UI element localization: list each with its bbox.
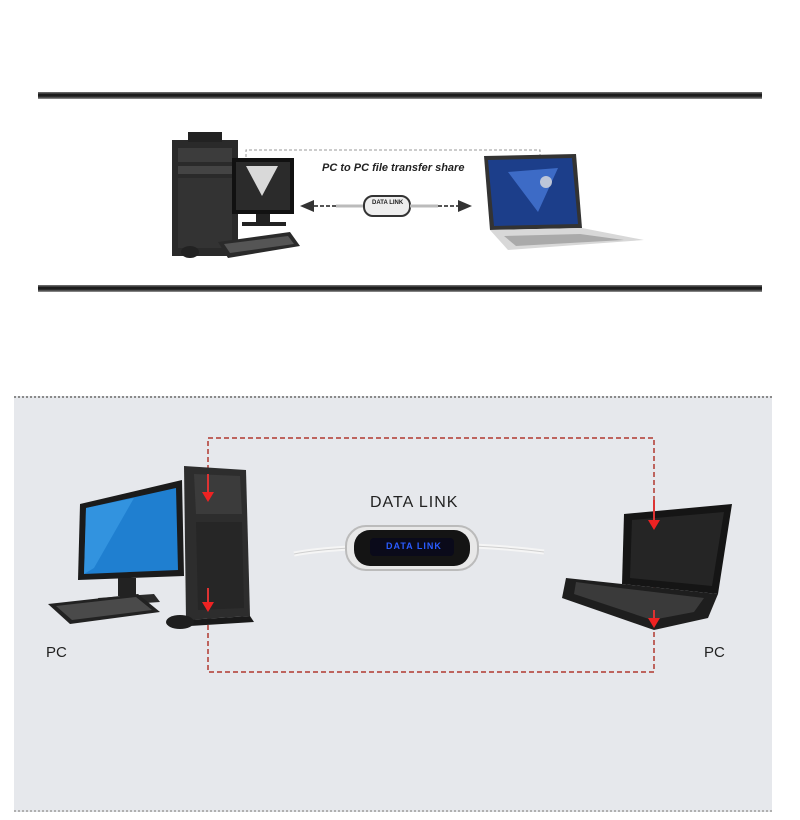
top-caption: PC to PC file transfer share — [322, 162, 465, 174]
laptop-arrow-marker-bottom-icon — [648, 610, 660, 628]
top-divider-line — [38, 92, 762, 99]
mouse-icon — [166, 615, 194, 629]
left-pc-label: PC — [46, 644, 67, 661]
top-illustration — [172, 132, 644, 258]
keyboard-icon — [218, 232, 300, 258]
desktop-arrow-marker-bottom-icon — [202, 588, 214, 612]
data-link-device-icon — [345, 525, 479, 571]
mouse-icon — [181, 246, 199, 258]
data-link-title: DATA LINK — [370, 494, 459, 511]
bottom-illustration-panel: DATA LINK DATA LINK PC PC — [14, 396, 772, 812]
right-pc-label: PC — [704, 644, 725, 661]
top-illustration-panel: PC to PC file transfer share DATA LINK — [38, 92, 762, 292]
laptop-icon — [484, 154, 644, 250]
desktop-monitor-icon — [78, 480, 184, 606]
laptop-icon — [562, 504, 732, 630]
laptop-arrow-marker-top-icon — [648, 500, 660, 530]
bottom-illustration — [48, 437, 732, 673]
data-link-device-label: DATA LINK — [386, 541, 442, 551]
keyboard-icon — [48, 594, 160, 624]
transfer-cable-illustration — [300, 195, 472, 217]
desktop-tower-icon — [184, 466, 254, 626]
desktop-tower-icon — [172, 132, 238, 256]
data-link-cable — [293, 543, 545, 557]
bottom-divider-line — [38, 285, 762, 292]
top-device-label: DATA LINK — [372, 200, 404, 206]
desktop-monitor-icon — [232, 158, 294, 226]
desktop-arrow-marker-top-icon — [202, 474, 214, 502]
